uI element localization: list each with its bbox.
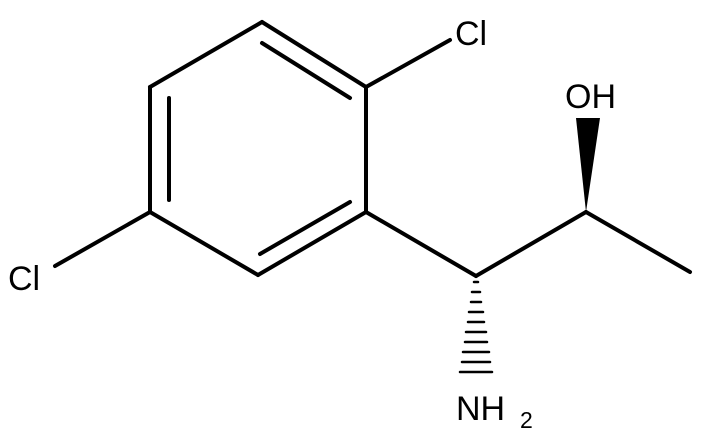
bond-c1-to-c2 [474, 210, 588, 278]
benzene-ring [148, 20, 368, 277]
bond-c2-to-methyl [584, 210, 692, 274]
wedge-bond-to-oh [576, 118, 600, 212]
ring-bond-top-right [260, 20, 368, 89]
nh-label: NH [456, 390, 505, 428]
ring-bond-bottom-left [148, 210, 260, 277]
cl-left-label: Cl [8, 260, 40, 298]
ring-bond-top-left [148, 20, 264, 89]
ring-bond-bottom-right [256, 210, 368, 277]
ring-double-bond-inner-top [260, 41, 352, 100]
bond-ring-to-cl-left [53, 210, 152, 268]
nh2-subscript: 2 [520, 407, 533, 433]
oh-label: OH [565, 78, 616, 116]
hashed-wedge-bond-to-nh2 [458, 280, 494, 374]
cl-top-label: Cl [455, 15, 487, 53]
bond-ring-to-c1 [364, 210, 478, 278]
bond-ring-to-cl-top [364, 38, 452, 89]
ring-double-bond-inner-bottom [258, 200, 352, 256]
nh2-label: NH 2 [456, 390, 533, 433]
